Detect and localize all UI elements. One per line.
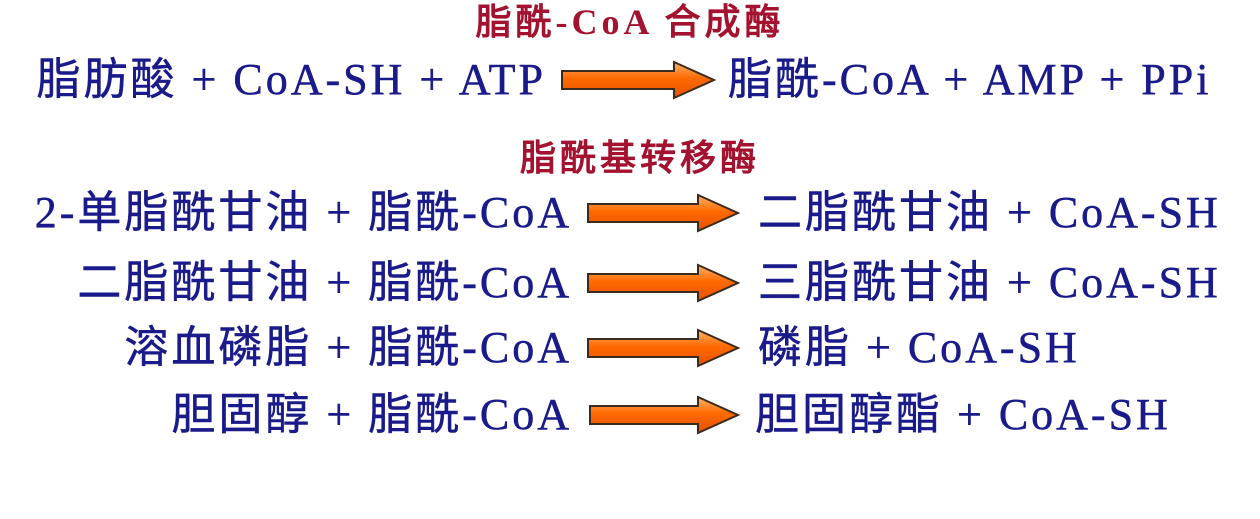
arrow-shape	[561, 60, 717, 100]
reaction-5-reactants: 胆固醇 + 脂酰-CoA	[171, 390, 572, 440]
arrow-shape	[587, 263, 741, 303]
reaction-4-reactants: 溶血磷脂 + 脂酰-CoA	[124, 323, 572, 373]
reaction-arrow	[589, 395, 741, 435]
arrow-shape	[589, 395, 741, 435]
enzyme-label-transferase: 脂酰基转移酶	[519, 138, 760, 178]
reaction-2-reactants: 2-单脂酰甘油 + 脂酰-CoA	[34, 188, 572, 238]
reaction-arrow	[587, 328, 741, 368]
arrow-shape	[587, 328, 741, 368]
reaction-2-products: 二脂酰甘油 + CoA-SH	[758, 188, 1221, 238]
reaction-arrow	[561, 60, 717, 100]
reaction-arrow	[587, 263, 741, 303]
reaction-4-products: 磷脂 + CoA-SH	[758, 323, 1080, 373]
reaction-1-products: 脂酰-CoA + AMP + PPi	[728, 55, 1212, 105]
reaction-3-products: 三脂酰甘油 + CoA-SH	[758, 258, 1221, 308]
reaction-3-reactants: 二脂酰甘油 + 脂酰-CoA	[77, 258, 572, 308]
enzyme-label-synthetase: 脂酰-CoA 合成酶	[475, 2, 785, 42]
arrow-shape	[587, 193, 741, 233]
reaction-1-reactants: 脂肪酸 + CoA-SH + ATP	[36, 55, 546, 105]
reaction-arrow	[587, 193, 741, 233]
reaction-5-products: 胆固醇酯 + CoA-SH	[755, 390, 1171, 440]
